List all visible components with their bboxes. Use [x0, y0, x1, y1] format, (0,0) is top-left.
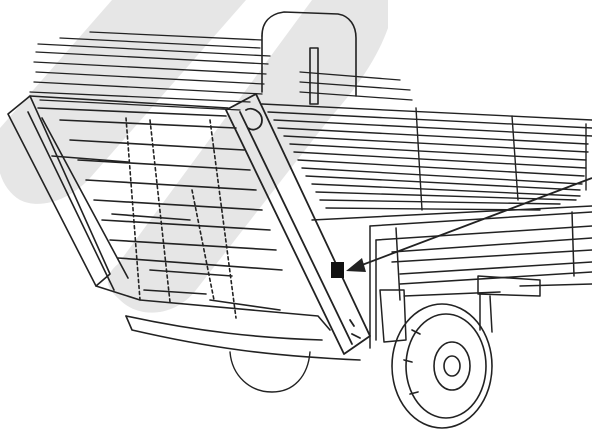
- arrow-icon: [346, 177, 592, 272]
- load-body: [261, 103, 592, 211]
- rear-wheel: [229, 351, 311, 393]
- conveyor-assembly: [7, 95, 361, 361]
- chassis-body: [311, 205, 592, 349]
- front-wheel: [391, 303, 493, 429]
- identification-plate-icon: [331, 262, 344, 278]
- front-arm: [225, 93, 371, 355]
- rear-gate-frame: [261, 11, 357, 105]
